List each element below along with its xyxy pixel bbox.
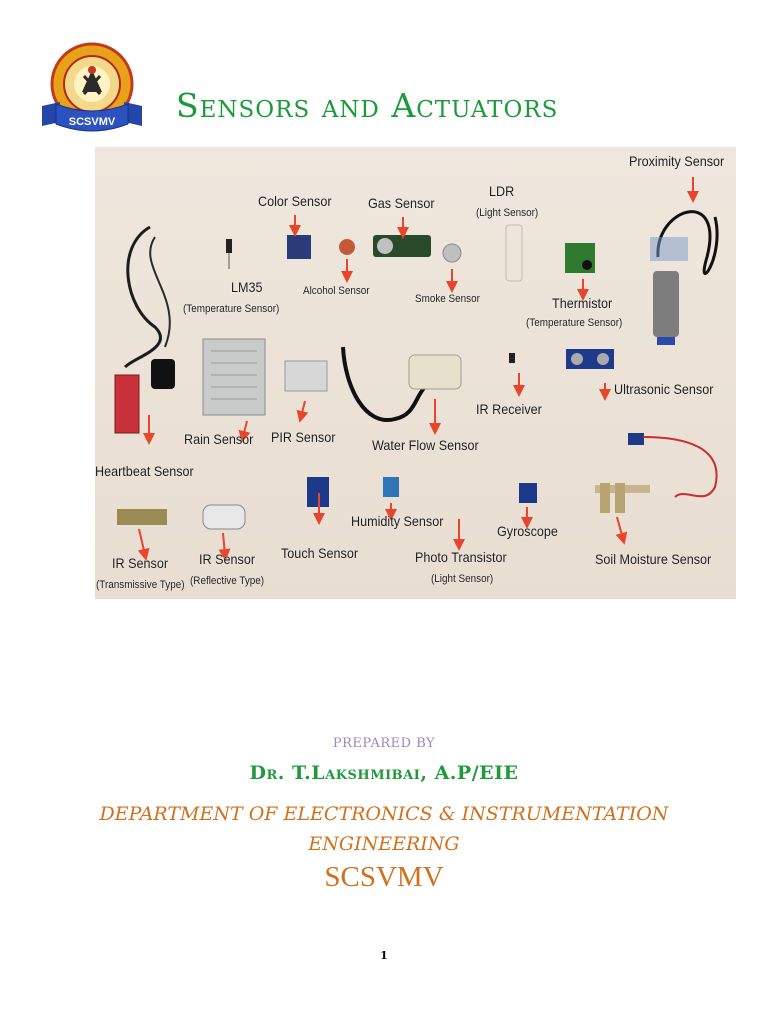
label-ldr-sub: (Light Sensor) (476, 207, 539, 219)
label-lm35: LM35 (231, 279, 263, 295)
prepared-by-label: PREPARED BY (332, 736, 436, 751)
label-color: Color Sensor (258, 193, 332, 209)
label-proximity: Proximity Sensor (629, 153, 725, 169)
document-title: Sensors and Actuators (176, 86, 559, 125)
label-ir-sensor-transmissive-sub: (Transmissive Type) (96, 579, 185, 591)
label-gas: Gas Sensor (368, 195, 435, 211)
label-phototransistor-sub: (Light Sensor) (431, 573, 494, 585)
logo-text: SCSVMV (69, 116, 116, 128)
department-line-2: ENGINEERING (308, 833, 460, 855)
label-rain: Rain Sensor (184, 431, 254, 447)
label-lm35-sub: (Temperature Sensor) (183, 303, 280, 315)
label-ldr: LDR (489, 183, 515, 199)
label-ultrasonic: Ultrasonic Sensor (614, 381, 714, 397)
author-name: Dr. T.Lakshmibai, A.P/EIE (249, 762, 519, 784)
label-alcohol: Alcohol Sensor (303, 285, 370, 297)
label-gyroscope: Gyroscope (497, 523, 558, 539)
label-thermistor-sub: (Temperature Sensor) (526, 317, 623, 329)
label-ir-sensor-reflective: IR Sensor (199, 551, 256, 567)
label-ir-receiver: IR Receiver (476, 401, 542, 417)
label-ir-sensor-transmissive: IR Sensor (112, 555, 169, 571)
label-touch: Touch Sensor (281, 545, 359, 561)
label-heartbeat: Heartbeat Sensor (95, 463, 194, 479)
label-phototransistor: Photo Transistor (415, 549, 507, 565)
institution-name: SCSVMV (324, 861, 444, 893)
label-humidity: Humidity Sensor (351, 513, 444, 529)
university-logo: SCSVMV (38, 40, 146, 140)
label-pir: PIR Sensor (271, 429, 336, 445)
label-waterflow: Water Flow Sensor (372, 437, 479, 453)
sensors-collage-image: Proximity Sensor Color Sensor Gas Sensor… (95, 147, 736, 599)
label-soil-moisture: Soil Moisture Sensor (595, 551, 712, 567)
label-smoke: Smoke Sensor (415, 293, 480, 305)
label-thermistor: Thermistor (552, 295, 613, 311)
label-ir-sensor-reflective-sub: (Reflective Type) (190, 575, 265, 587)
department-line-1: DEPARTMENT OF ELECTRONICS & INSTRUMENTAT… (99, 803, 669, 825)
page-number: 1 (380, 949, 388, 962)
